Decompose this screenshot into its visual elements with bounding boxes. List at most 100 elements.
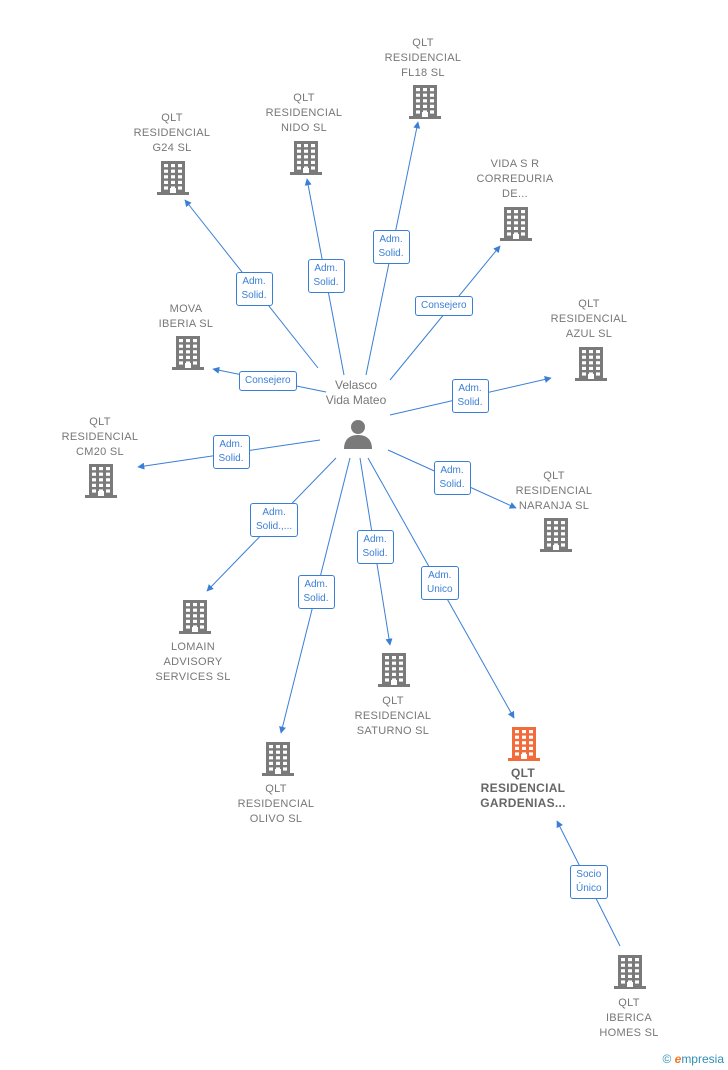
building-icon-azul[interactable] — [574, 346, 608, 382]
company-name-line: QLT — [412, 37, 434, 49]
company-name-line: RESIDENCIAL — [550, 313, 628, 325]
edge-label-cm20[interactable]: Adm.Solid. — [212, 435, 250, 469]
edge-label-olivo[interactable]: Adm.Solid. — [297, 575, 335, 609]
company-name: QLT RESIDENCIAL NARANJA SL — [494, 469, 614, 514]
company-node-azul[interactable]: QLT RESIDENCIAL AZUL SL — [529, 297, 649, 342]
company-node-mova[interactable]: MOVA IBERIA SL — [126, 302, 246, 332]
edge-label-line: Solid.,... — [256, 521, 293, 532]
company-name-line: QLT — [578, 298, 600, 310]
company-name-line: QLT — [293, 92, 315, 104]
edge-label-line: Adm. — [314, 263, 338, 274]
building-icon-lomain[interactable] — [178, 599, 212, 635]
company-name-line: QLT — [161, 112, 183, 124]
company-name: QLT RESIDENCIAL AZUL SL — [529, 297, 649, 342]
edge-label-line: Adm. — [242, 276, 266, 287]
edge-label-naranja[interactable]: Adm.Solid. — [433, 461, 471, 495]
edge-label-line: Adm. — [428, 570, 452, 581]
company-name-line: CORREDURIA — [476, 173, 554, 185]
company-name: QLT RESIDENCIAL FL18 SL — [363, 36, 483, 81]
company-name-line: SERVICES SL — [155, 671, 231, 683]
company-name-line: AZUL SL — [565, 328, 613, 340]
edge-label-vida[interactable]: Consejero — [415, 296, 473, 316]
center-person-label[interactable]: Velasco Vida Mateo — [306, 378, 406, 408]
edge-label-fl18[interactable]: Adm.Solid. — [372, 230, 410, 264]
edge-label-line: Adm. — [458, 383, 482, 394]
edge-label-g24[interactable]: Adm. Solid. — [235, 272, 273, 306]
edge-label-line: Adm. — [219, 439, 243, 450]
company-name-line: RESIDENCIAL — [237, 798, 315, 810]
edge-label-line: Adm. — [363, 534, 387, 545]
edge-label-line: Socio — [576, 869, 602, 880]
building-icon-iberica[interactable] — [613, 954, 647, 990]
building-icon-naranja[interactable] — [539, 517, 573, 553]
edge-label-saturno[interactable]: Adm. Solid. — [356, 530, 394, 564]
edge-label-line: Solid. — [362, 548, 388, 559]
company-name-line: FL18 SL — [401, 67, 445, 79]
building-icon-vida[interactable] — [499, 206, 533, 242]
company-name-line: RESIDENCIAL — [265, 107, 343, 119]
company-name-line: RESIDENCIAL — [515, 485, 593, 497]
company-node-fl18[interactable]: QLT RESIDENCIAL FL18 SL — [363, 36, 483, 81]
company-name-line: MOVA — [169, 303, 203, 315]
building-icon-olivo[interactable] — [261, 741, 295, 777]
building-icon-saturno[interactable] — [377, 652, 411, 688]
center-name-line-1: Velasco — [334, 378, 378, 392]
company-name-line: NARANJA SL — [518, 500, 590, 512]
company-name-line: CM20 SL — [76, 446, 124, 458]
company-name-line: DE... — [502, 188, 528, 200]
company-node-vida[interactable]: VIDA S R CORREDURIA DE... — [455, 157, 575, 202]
footer-brand: © empresia — [662, 1052, 724, 1066]
company-name-line: G24 SL — [152, 142, 192, 154]
company-name-line: SATURNO SL — [356, 725, 430, 737]
building-icon-mova[interactable] — [171, 335, 205, 371]
company-name-line: IBERIA SL — [158, 318, 214, 330]
company-name-line: VIDA S R — [490, 158, 540, 170]
edge-label-lomain[interactable]: Adm. Solid.,... — [250, 503, 299, 537]
edge-label-line: Adm. — [379, 234, 403, 245]
company-name-line: QLT — [265, 783, 287, 795]
edge-label-azul[interactable]: Adm.Solid. — [451, 379, 489, 413]
brand-initial: e — [674, 1052, 682, 1066]
company-name-line: LOMAIN — [171, 641, 215, 653]
building-icon-gardenias[interactable] — [507, 726, 541, 762]
edge-label-nido[interactable]: Adm. Solid. — [307, 259, 345, 293]
company-name-line: RESIDENCIAL — [61, 431, 139, 443]
company-name-line: GARDENIAS... — [480, 796, 566, 810]
building-icon-nido[interactable] — [289, 140, 323, 176]
company-name-line: QLT — [618, 997, 640, 1009]
company-name-line: RESIDENCIAL — [354, 710, 432, 722]
company-name-line: HOMES SL — [599, 1027, 659, 1039]
company-name-line: QLT — [543, 470, 565, 482]
edge-label-mova[interactable]: Consejero — [239, 371, 297, 391]
edge-label-gardenias[interactable]: Adm.Unico — [421, 566, 459, 600]
company-name-line: RESIDENCIAL — [384, 52, 462, 64]
edge-label-line: Solid. — [241, 290, 267, 301]
copyright-symbol: © — [662, 1052, 672, 1066]
edge-label-line: Consejero — [245, 375, 291, 386]
edge-label-line: Adm. — [262, 507, 286, 518]
building-icon-cm20[interactable] — [84, 463, 118, 499]
person-icon[interactable] — [342, 417, 374, 449]
brand-name: mpresia — [681, 1052, 724, 1066]
building-icon-fl18[interactable] — [408, 84, 442, 120]
edge-label-line: Consejero — [421, 300, 467, 311]
building-icon-g24[interactable] — [156, 160, 190, 196]
edge-label-line: Solid. — [439, 479, 465, 490]
edge-label-line: Solid. — [313, 277, 339, 288]
company-node-naranja[interactable]: QLT RESIDENCIAL NARANJA SL — [494, 469, 614, 514]
